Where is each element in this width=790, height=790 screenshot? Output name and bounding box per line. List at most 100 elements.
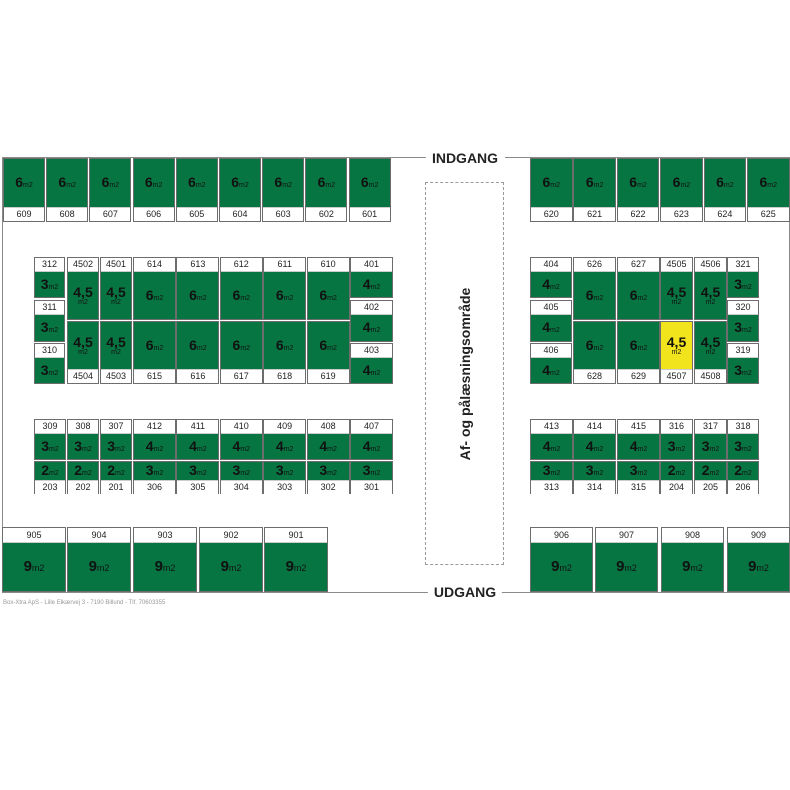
- unit-size-suffix: m2: [550, 182, 561, 189]
- unit-size-value: 3: [734, 361, 743, 378]
- unit-size: 3m2: [307, 462, 349, 480]
- unit-size-suffix: m2: [325, 182, 336, 189]
- unit-size: 6m2: [264, 322, 306, 369]
- unit-number: 320: [728, 301, 758, 315]
- unit-number: 301: [351, 480, 392, 494]
- unit-size: 6m2: [306, 159, 347, 207]
- unit-size-suffix: m2: [550, 470, 561, 477]
- unit-size-value: 3: [41, 437, 50, 454]
- unit-size: 6m2: [263, 159, 304, 207]
- unit-size: 2m2: [695, 462, 726, 480]
